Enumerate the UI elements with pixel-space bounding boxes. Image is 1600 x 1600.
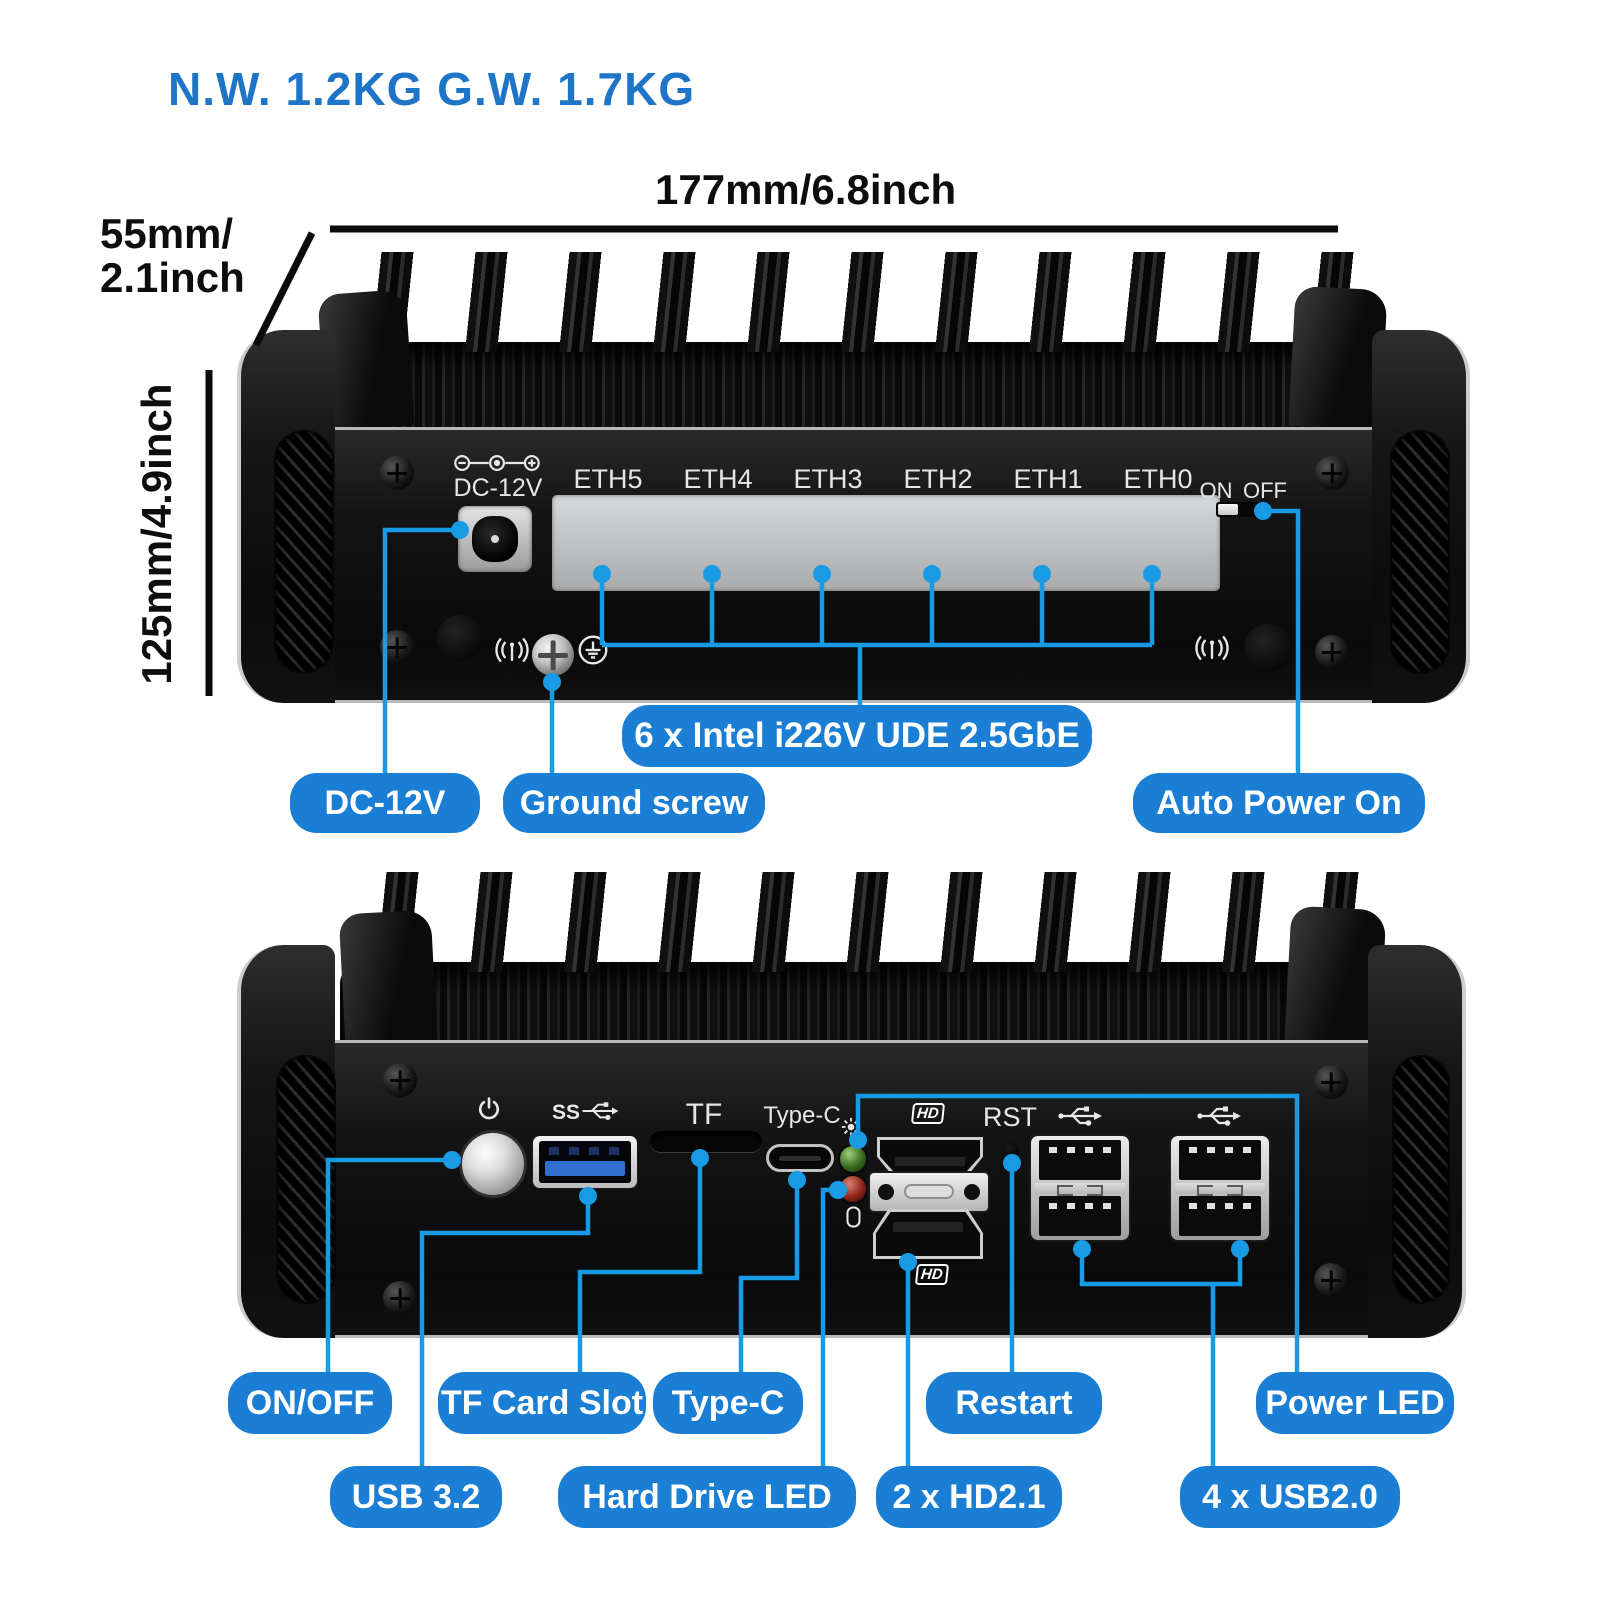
wifi-antenna-icon (1195, 636, 1229, 660)
ground-screw (532, 634, 574, 676)
weight-note: N.W. 1.2KG G.W. 1.7KG (168, 63, 696, 115)
dc-polarity-icon (454, 455, 540, 471)
power-button (459, 1130, 527, 1198)
dc-jack (458, 506, 532, 572)
callout-usb-32: USB 3.2 (330, 1466, 502, 1528)
screw (380, 456, 414, 490)
screw (1315, 456, 1349, 490)
reset-pinhole (1002, 1142, 1019, 1159)
depth-dimension-label-2: 2.1inch (100, 254, 245, 301)
usb-icon (1058, 1106, 1102, 1126)
width-dimension-label: 177mm/6.8inch (655, 166, 957, 213)
callout-2x-hd21: 2 x HD2.1 (876, 1466, 1062, 1528)
tf-label: TF (685, 1098, 723, 1131)
power-led (838, 1144, 868, 1174)
rst-label: RST (983, 1102, 1037, 1132)
front-side-vent-left (276, 1055, 336, 1304)
tf-card-slot (650, 1131, 762, 1152)
ss-usb-icon: SS (552, 1100, 622, 1125)
callout-auto-power-on: Auto Power On (1133, 773, 1425, 833)
callout-hard-drive-led: Hard Drive LED (558, 1466, 856, 1528)
usb-icon (1197, 1106, 1241, 1126)
power-icon (478, 1097, 500, 1120)
eth3-label: ETH3 (793, 464, 863, 494)
rear-side-vent-left (274, 430, 334, 674)
usb2-stack-2 (1171, 1136, 1269, 1240)
callout-eth: 6 x Intel i226V UDE 2.5GbE (622, 705, 1092, 767)
screw (380, 630, 414, 664)
typec-label: Type-C (763, 1102, 841, 1129)
antenna-hole-plug (1244, 624, 1292, 672)
callout-ground-screw: Ground screw (503, 773, 765, 833)
usb3-port (533, 1136, 637, 1188)
front-side-vent-right (1392, 1055, 1450, 1304)
hdmi-port-1 (877, 1137, 983, 1175)
callout-type-c: Type-C (653, 1372, 803, 1434)
callout-tf-card-slot: TF Card Slot (438, 1372, 646, 1434)
depth-dimension-line (252, 231, 316, 347)
front-heatsink-post-left (338, 909, 438, 1045)
screw (1314, 1263, 1348, 1297)
callout-4x-usb20: 4 x USB2.0 (1180, 1466, 1400, 1528)
eth4-label: ETH4 (683, 464, 753, 494)
screw (1314, 1065, 1348, 1099)
usb2-stack-1 (1031, 1136, 1129, 1240)
callout-on-off: ON/OFF (228, 1372, 392, 1434)
front-heatsink-fins (350, 872, 1361, 972)
depth-dimension-label-1: 55mm/ (100, 210, 234, 257)
hdmi-icon: HD (914, 1264, 949, 1285)
screw (1315, 635, 1349, 669)
hdmi-bracket (870, 1173, 988, 1211)
brightness-icon (841, 1117, 861, 1137)
power-slide-switch (1216, 502, 1260, 517)
eth0-label: ETH0 (1123, 464, 1193, 494)
hard-drive-led (838, 1174, 868, 1204)
ethernet-port-bank (552, 495, 1220, 1078)
eth1-label: ETH1 (1013, 464, 1083, 494)
front-heatsink-body (340, 962, 1368, 1042)
rear-side-vent-right (1390, 430, 1450, 674)
typec-port (766, 1144, 834, 1172)
antenna-hole-plug (437, 615, 483, 661)
eth2-label: ETH2 (903, 464, 973, 494)
callout-restart: Restart (926, 1372, 1102, 1434)
screw (383, 1063, 417, 1097)
switch-on-label: ON (1199, 478, 1233, 503)
hdmi-icon: HD (910, 1103, 945, 1124)
dc-port-label: DC-12V (453, 474, 543, 502)
screw (383, 1281, 417, 1315)
rear-heatsink-fins (345, 252, 1366, 352)
ground-symbol-icon (578, 635, 608, 665)
height-dimension-label: 125mm/4.9inch (132, 383, 180, 685)
hdmi-port-2 (873, 1209, 983, 1259)
rear-heatsink-body (335, 342, 1372, 428)
eth5-label: ETH5 (573, 464, 643, 494)
callout-dc12v: DC-12V (290, 773, 480, 833)
switch-off-label: OFF (1243, 478, 1287, 503)
callout-power-led: Power LED (1256, 1372, 1454, 1434)
wifi-antenna-icon (495, 638, 529, 662)
hard-drive-icon (846, 1206, 861, 1228)
